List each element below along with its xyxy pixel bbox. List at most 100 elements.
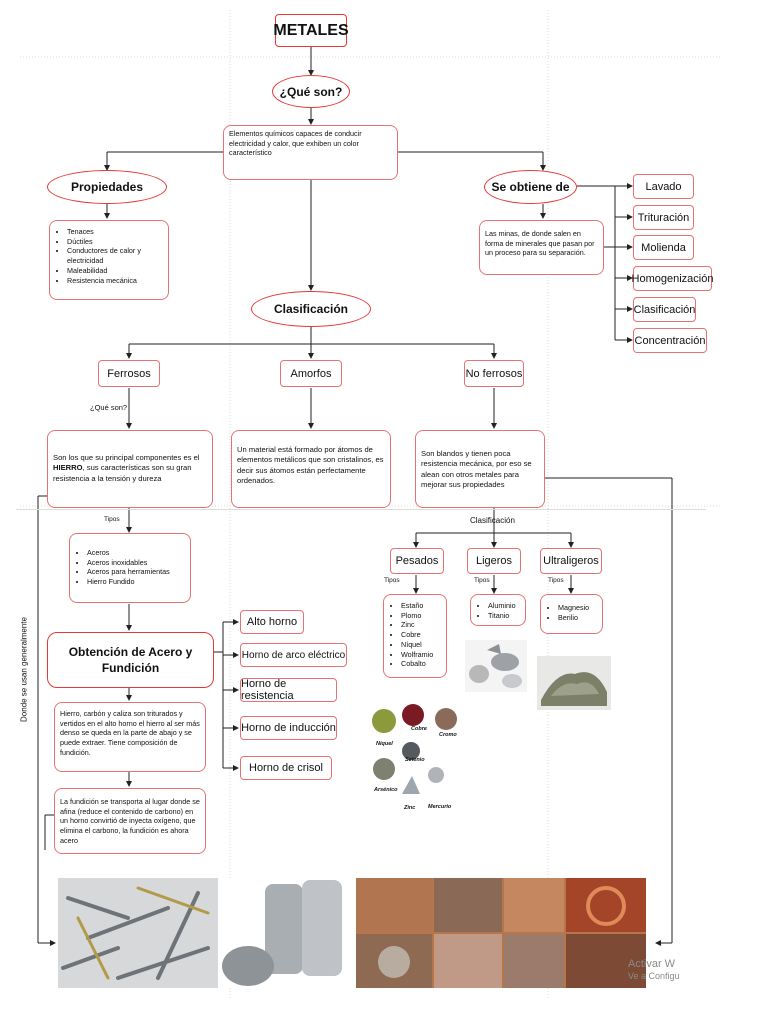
furnace-alto-horno: Alto horno bbox=[240, 610, 304, 634]
list-item: Dúctiles bbox=[67, 237, 163, 247]
watermark-line-1: Activar W bbox=[628, 958, 676, 970]
group-ultraligeros: Ultraligeros bbox=[540, 548, 602, 574]
furnace-arco-electrico: Horno de arco eléctrico bbox=[240, 643, 347, 667]
group-label: Ligeros bbox=[475, 555, 513, 567]
title-text: METALES bbox=[273, 21, 349, 39]
screws-graphic bbox=[58, 878, 218, 988]
list-item: Hierro Fundido bbox=[87, 577, 185, 587]
steel-title: Obtención de Acero y Fundición bbox=[68, 644, 193, 675]
ligeros-box: Aluminio Titanio bbox=[470, 594, 526, 626]
ligeros-list: Aluminio Titanio bbox=[476, 601, 520, 620]
nonferrous-text: Son blandos y tienen poca resistencia me… bbox=[421, 449, 532, 489]
ultraligeros-box: Magnesio Berilio bbox=[540, 594, 603, 634]
step-homogenizacion: Homogenización bbox=[632, 266, 713, 291]
list-item: Aceros inoxidables bbox=[87, 558, 185, 568]
step-label: Lavado bbox=[645, 180, 682, 193]
step-trituracion: Trituración bbox=[633, 205, 694, 230]
type-ferrous: Ferrosos bbox=[98, 360, 160, 387]
ultralight-metals-image bbox=[537, 656, 611, 710]
type-amorphous: Amorfos bbox=[280, 360, 342, 387]
list-item: Magnesio bbox=[558, 603, 597, 613]
pesados-box: Estaño Plomo Zinc Cobre Níquel Wolframio… bbox=[383, 594, 447, 678]
properties-oval: Propiedades bbox=[47, 170, 167, 204]
group-ligeros: Ligeros bbox=[467, 548, 521, 574]
caption-cobre: Cobre bbox=[411, 726, 427, 732]
list-item: Zinc bbox=[401, 620, 441, 630]
ferrous-tipos-label: Tipos bbox=[104, 516, 120, 523]
list-item: Níquel bbox=[401, 640, 441, 650]
list-item: Berilio bbox=[558, 613, 597, 623]
furnace-label: Horno de crisol bbox=[249, 762, 323, 774]
ferrous-text-suffix: , sus características son su gran resist… bbox=[53, 463, 192, 483]
list-item: Aceros para herramientas bbox=[87, 567, 185, 577]
copper-photo bbox=[356, 878, 646, 988]
process-text-1: Hierro, carbón y caliza son triturados y… bbox=[60, 709, 200, 757]
classification-title: Clasificación bbox=[273, 302, 349, 316]
ferrous-types-list: Aceros Aceros inoxidables Aceros para he… bbox=[75, 548, 185, 587]
obtained-box: Las minas, de donde salen en forma de mi… bbox=[479, 220, 604, 275]
ferrous-box: Son los que su principal componentes es … bbox=[47, 430, 213, 508]
list-item: Maleabilidad bbox=[67, 266, 163, 276]
obtained-oval: Se obtiene de bbox=[484, 170, 577, 204]
step-lavado: Lavado bbox=[633, 174, 694, 199]
list-item: Titanio bbox=[488, 611, 520, 621]
watermark-line-2: Ve a Configu bbox=[628, 971, 680, 982]
furnace-crisol: Horno de crisol bbox=[240, 756, 332, 780]
question-oval: ¿Qué son? bbox=[272, 75, 350, 108]
question-text: ¿Qué son? bbox=[279, 84, 343, 99]
group-label: Ultraligeros bbox=[543, 555, 599, 567]
furnace-resistencia: Horno de resistencia bbox=[240, 678, 337, 702]
caption-selenio: Selenio bbox=[405, 757, 425, 763]
list-item: Plomo bbox=[401, 611, 441, 621]
list-item: Conductores de calor y electricidad bbox=[67, 246, 163, 265]
list-item: Cobalto bbox=[401, 659, 441, 669]
watermark: Activar W Ve a Configu bbox=[628, 958, 680, 982]
ferrous-question-label: ¿Qué son? bbox=[90, 403, 128, 412]
furnace-label: Horno de arco eléctrico bbox=[241, 649, 346, 661]
properties-list: Tenaces Dúctiles Conductores de calor y … bbox=[55, 227, 163, 285]
ferrous-types-box: Aceros Aceros inoxidables Aceros para he… bbox=[69, 533, 191, 603]
list-item: Wolframio bbox=[401, 650, 441, 660]
side-label: Donde se usan generalmente bbox=[19, 617, 29, 722]
obtained-title: Se obtiene de bbox=[491, 180, 570, 194]
list-item: Tenaces bbox=[67, 227, 163, 237]
steel-title-box: Obtención de Acero y Fundición bbox=[47, 632, 214, 688]
properties-box: Tenaces Dúctiles Conductores de calor y … bbox=[49, 220, 169, 300]
process-box-2: La fundición se transporta al lugar dond… bbox=[54, 788, 206, 854]
caption-zinc: Zinc bbox=[404, 805, 416, 811]
amorphous-box: Un material está formado por átomos de e… bbox=[231, 430, 391, 508]
minerals-image bbox=[372, 704, 457, 794]
definition-box: Elementos químicos capaces de conducir e… bbox=[223, 125, 398, 180]
nonferrous-box: Son blandos y tienen poca resistencia me… bbox=[415, 430, 545, 508]
ferrous-text-strong: HIERRO bbox=[53, 463, 83, 473]
light-metals-graphic bbox=[465, 640, 527, 692]
light-metals-image bbox=[465, 640, 527, 692]
ferrous-text-prefix: Son los que su principal componentes es … bbox=[53, 453, 200, 462]
list-item: Estaño bbox=[401, 601, 441, 611]
obtained-text: Las minas, de donde salen en forma de mi… bbox=[485, 229, 595, 258]
ultralight-metals-graphic bbox=[537, 656, 611, 710]
cans-graphic bbox=[220, 878, 354, 988]
furnace-label: Horno de resistencia bbox=[241, 678, 294, 702]
group-pesados: Pesados bbox=[390, 548, 444, 574]
type-label: Amorfos bbox=[290, 367, 332, 380]
caption-cromo: Cromo bbox=[439, 732, 457, 738]
nonferrous-class-label: Clasificación bbox=[470, 516, 515, 525]
properties-title: Propiedades bbox=[70, 180, 144, 194]
furnace-label: Alto horno bbox=[246, 616, 298, 628]
caption-arsenico: Arsénico bbox=[374, 787, 398, 793]
copper-graphic bbox=[356, 878, 646, 988]
step-label: Molienda bbox=[641, 241, 686, 254]
furnace-induccion: Horno de inducción bbox=[240, 716, 337, 740]
type-label: No ferrosos bbox=[465, 367, 523, 380]
tipos-label-pesados: Tipos bbox=[384, 577, 400, 584]
group-label: Pesados bbox=[395, 555, 439, 567]
list-item: Aceros bbox=[87, 548, 185, 558]
type-nonferrous: No ferrosos bbox=[464, 360, 524, 387]
title-box: METALES bbox=[273, 14, 349, 47]
caption-niquel: Níquel bbox=[376, 741, 393, 747]
furnace-label: Horno de inducción bbox=[241, 722, 336, 734]
list-item: Resistencia mecánica bbox=[67, 276, 163, 286]
classification-oval: Clasificación bbox=[251, 291, 371, 327]
tipos-label-ultraligeros: Tipos bbox=[548, 577, 564, 584]
